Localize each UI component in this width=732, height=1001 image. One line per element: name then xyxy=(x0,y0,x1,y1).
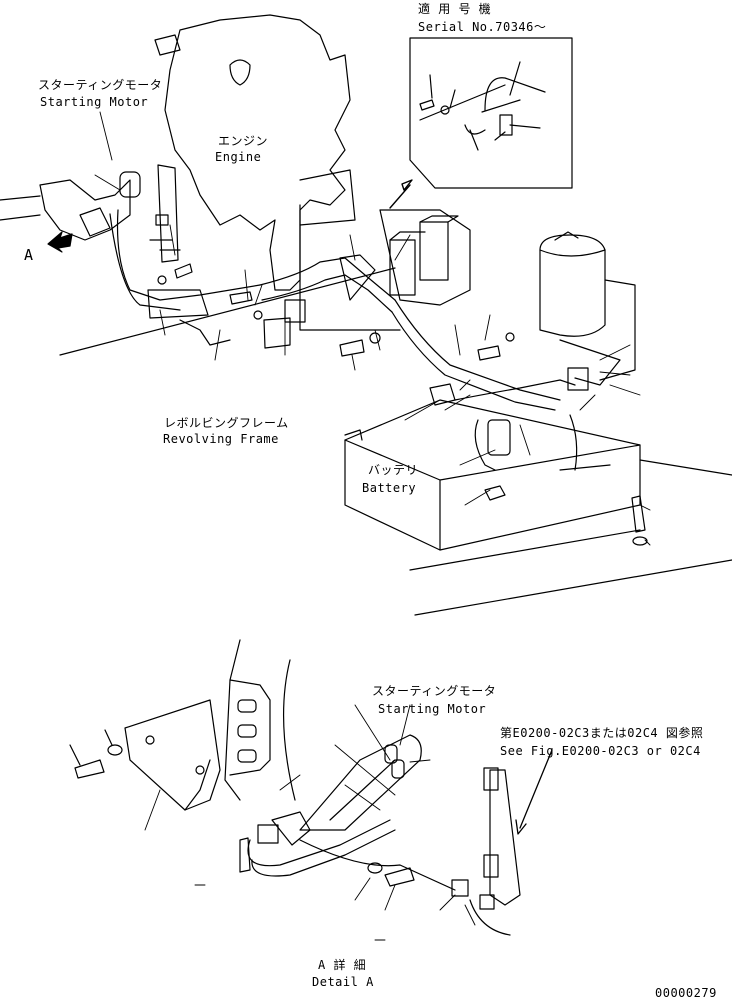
motor-bracket xyxy=(147,164,231,346)
detail-starting-motor-label-jp: スターティングモータ xyxy=(372,684,497,698)
see-fig-label-en: See Fig.E0200-02C3 or 02C4 xyxy=(500,744,701,758)
battery-label-jp: バッテリ xyxy=(368,463,419,477)
starting-motor-main xyxy=(0,171,261,311)
detail-bracket xyxy=(124,699,221,811)
detail-a-title-jp: A 詳 細 xyxy=(318,958,367,972)
starting-motor-label-jp: スターティングモータ xyxy=(38,78,163,92)
inset-arrow xyxy=(389,179,413,209)
detail-starting-motor-label-en: Starting Motor xyxy=(378,702,487,716)
detail-right-bracket xyxy=(469,767,521,936)
serial-number: Serial No.70346～ xyxy=(418,20,547,34)
revolving-frame-label-jp: レボルビングフレーム xyxy=(164,416,289,430)
engine-label-en: Engine xyxy=(215,150,262,164)
leader-lines-detail xyxy=(144,704,476,941)
serial-inset xyxy=(409,37,573,189)
bolt-washer-right xyxy=(631,495,648,546)
view-a-arrow xyxy=(47,231,73,253)
leader-lines-upper xyxy=(94,111,651,546)
reservoir-tank xyxy=(539,231,636,391)
see-fig-label-jp: 第E0200-02C3または02C4 図参照 xyxy=(500,726,704,740)
engine-outline xyxy=(154,14,356,291)
detail-bolt-left xyxy=(69,729,123,779)
drawing-number: 00000279 xyxy=(655,986,717,1000)
serial-title-jp: 適 用 号 機 xyxy=(418,2,492,16)
detail-a-title-en: Detail A xyxy=(312,975,374,989)
revolving-frame-lines xyxy=(59,267,732,616)
main-harness xyxy=(229,204,561,411)
engine-label-jp: エンジン xyxy=(218,134,269,148)
bolts-middle xyxy=(339,332,515,361)
detail-starting-motor xyxy=(239,734,469,897)
see-fig-arrow xyxy=(515,749,553,835)
revolving-frame-label-en: Revolving Frame xyxy=(163,432,279,446)
relay-box xyxy=(379,209,471,306)
battery-label-en: Battery xyxy=(362,481,417,495)
detail-engine-plate xyxy=(224,639,296,801)
starting-motor-label-en: Starting Motor xyxy=(40,95,149,109)
view-a-marker: A xyxy=(24,246,34,264)
